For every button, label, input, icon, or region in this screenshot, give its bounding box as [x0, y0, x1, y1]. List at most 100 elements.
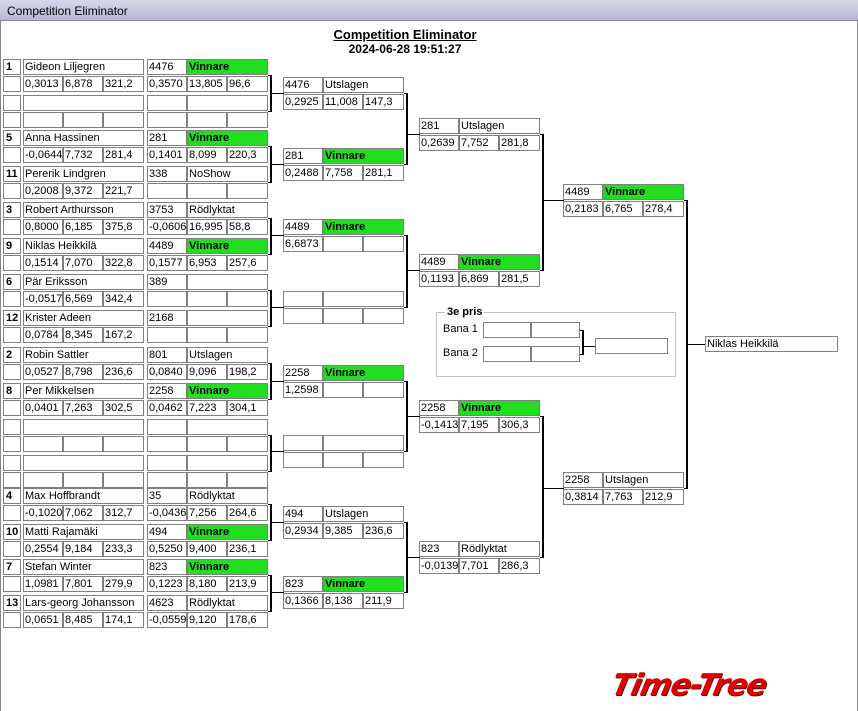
- race-status[interactable]: NoShow: [187, 166, 268, 182]
- elapsed-time[interactable]: [187, 327, 227, 343]
- reaction-time[interactable]: 0,2488: [283, 165, 323, 181]
- elapsed-time[interactable]: 7,223: [187, 400, 227, 416]
- seed-number[interactable]: 9: [3, 238, 21, 254]
- driver-name[interactable]: Robert Arthursson: [23, 202, 144, 218]
- driver-name[interactable]: Pererik Lindgren: [23, 166, 144, 182]
- elapsed-time[interactable]: 9,385: [323, 523, 363, 539]
- speed[interactable]: 264,6: [227, 505, 268, 521]
- elapsed-time[interactable]: 6,185: [63, 219, 103, 235]
- race-status[interactable]: [187, 95, 268, 111]
- car-number[interactable]: 4489: [283, 219, 323, 235]
- elapsed-time[interactable]: 6,765: [603, 201, 643, 217]
- elapsed-time[interactable]: 7,195: [459, 417, 499, 433]
- seed-spacer[interactable]: [3, 612, 21, 628]
- car-number[interactable]: 4489: [563, 184, 603, 200]
- seed-number[interactable]: 2: [3, 347, 21, 363]
- speed[interactable]: 278,4: [643, 201, 684, 217]
- car-number[interactable]: 389: [147, 274, 187, 290]
- race-status[interactable]: Vinnare: [323, 219, 404, 235]
- car-number[interactable]: [283, 435, 323, 451]
- driver-name[interactable]: [23, 455, 144, 471]
- race-status[interactable]: Vinnare: [187, 559, 268, 575]
- speed[interactable]: [227, 183, 268, 199]
- reaction-time[interactable]: 0,1401: [147, 147, 187, 163]
- speed[interactable]: 312,7: [103, 505, 144, 521]
- speed[interactable]: 147,3: [363, 94, 404, 110]
- seed-spacer[interactable]: [3, 576, 21, 592]
- elapsed-time[interactable]: 9,184: [63, 541, 103, 557]
- speed[interactable]: [227, 291, 268, 307]
- seed-number[interactable]: 11: [3, 166, 21, 182]
- race-status[interactable]: Vinnare: [323, 365, 404, 381]
- race-status[interactable]: Rödlyktat: [459, 541, 540, 557]
- reaction-time[interactable]: -0,0517: [23, 291, 63, 307]
- car-number[interactable]: 2258: [563, 472, 603, 488]
- elapsed-time[interactable]: [187, 183, 227, 199]
- speed[interactable]: 212,9: [643, 489, 684, 505]
- car-number[interactable]: 281: [419, 118, 459, 134]
- seed-number[interactable]: 4: [3, 488, 21, 504]
- elapsed-time[interactable]: 6,953: [187, 255, 227, 271]
- race-status[interactable]: Vinnare: [187, 524, 268, 540]
- reaction-time[interactable]: -0,0139: [419, 558, 459, 574]
- elapsed-time[interactable]: 7,263: [63, 400, 103, 416]
- elapsed-time[interactable]: [187, 436, 227, 452]
- car-number[interactable]: 4476: [147, 59, 187, 75]
- speed[interactable]: 304,1: [227, 400, 268, 416]
- car-number[interactable]: 35: [147, 488, 187, 504]
- car-number[interactable]: 281: [147, 130, 187, 146]
- reaction-time[interactable]: -0,1413: [419, 417, 459, 433]
- seed-number[interactable]: [3, 419, 21, 435]
- elapsed-time[interactable]: [187, 472, 227, 488]
- elapsed-time[interactable]: 6,878: [63, 76, 103, 92]
- seed-spacer[interactable]: [3, 505, 21, 521]
- elapsed-time[interactable]: 9,372: [63, 183, 103, 199]
- elapsed-time[interactable]: 7,752: [459, 135, 499, 151]
- reaction-time[interactable]: 0,2639: [419, 135, 459, 151]
- speed[interactable]: [227, 327, 268, 343]
- car-number[interactable]: 2258: [147, 383, 187, 399]
- seed-spacer[interactable]: [3, 472, 21, 488]
- elapsed-time[interactable]: [323, 452, 363, 468]
- car-number[interactable]: [147, 455, 187, 471]
- elapsed-time[interactable]: [187, 291, 227, 307]
- reaction-time[interactable]: 0,1366: [283, 593, 323, 609]
- race-status[interactable]: Rödlyktat: [187, 202, 268, 218]
- car-number[interactable]: 823: [419, 541, 459, 557]
- driver-name[interactable]: Max Hoffbrandt: [23, 488, 144, 504]
- seed-number[interactable]: 6: [3, 274, 21, 290]
- reaction-time[interactable]: [147, 291, 187, 307]
- reaction-time[interactable]: -0,0436: [147, 505, 187, 521]
- driver-name[interactable]: [23, 95, 144, 111]
- reaction-time[interactable]: 0,1577: [147, 255, 187, 271]
- speed[interactable]: [363, 382, 404, 398]
- elapsed-time[interactable]: 7,256: [187, 505, 227, 521]
- car-number[interactable]: 801: [147, 347, 187, 363]
- race-status[interactable]: Utslagen: [459, 118, 540, 134]
- reaction-time[interactable]: -0,0644: [23, 147, 63, 163]
- elapsed-time[interactable]: 13,805: [187, 76, 227, 92]
- race-status[interactable]: [187, 310, 268, 326]
- elapsed-time[interactable]: 7,801: [63, 576, 103, 592]
- race-status[interactable]: Vinnare: [603, 184, 684, 200]
- reaction-time[interactable]: 0,1193: [419, 271, 459, 287]
- third-prize-lane1-status[interactable]: [531, 322, 580, 338]
- car-number[interactable]: [147, 95, 187, 111]
- elapsed-time[interactable]: [63, 436, 103, 452]
- elapsed-time[interactable]: 7,070: [63, 255, 103, 271]
- speed[interactable]: [227, 472, 268, 488]
- speed[interactable]: [363, 308, 404, 324]
- car-number[interactable]: 338: [147, 166, 187, 182]
- race-status[interactable]: Utslagen: [603, 472, 684, 488]
- speed[interactable]: 221,7: [103, 183, 144, 199]
- car-number[interactable]: 823: [283, 576, 323, 592]
- elapsed-time[interactable]: 8,180: [187, 576, 227, 592]
- race-status[interactable]: Vinnare: [459, 400, 540, 416]
- seed-number[interactable]: 13: [3, 595, 21, 611]
- race-status[interactable]: [187, 274, 268, 290]
- speed[interactable]: 322,8: [103, 255, 144, 271]
- speed[interactable]: 58,8: [227, 219, 268, 235]
- driver-name[interactable]: Anna Hassinen: [23, 130, 144, 146]
- reaction-time[interactable]: 0,1514: [23, 255, 63, 271]
- elapsed-time[interactable]: 8,485: [63, 612, 103, 628]
